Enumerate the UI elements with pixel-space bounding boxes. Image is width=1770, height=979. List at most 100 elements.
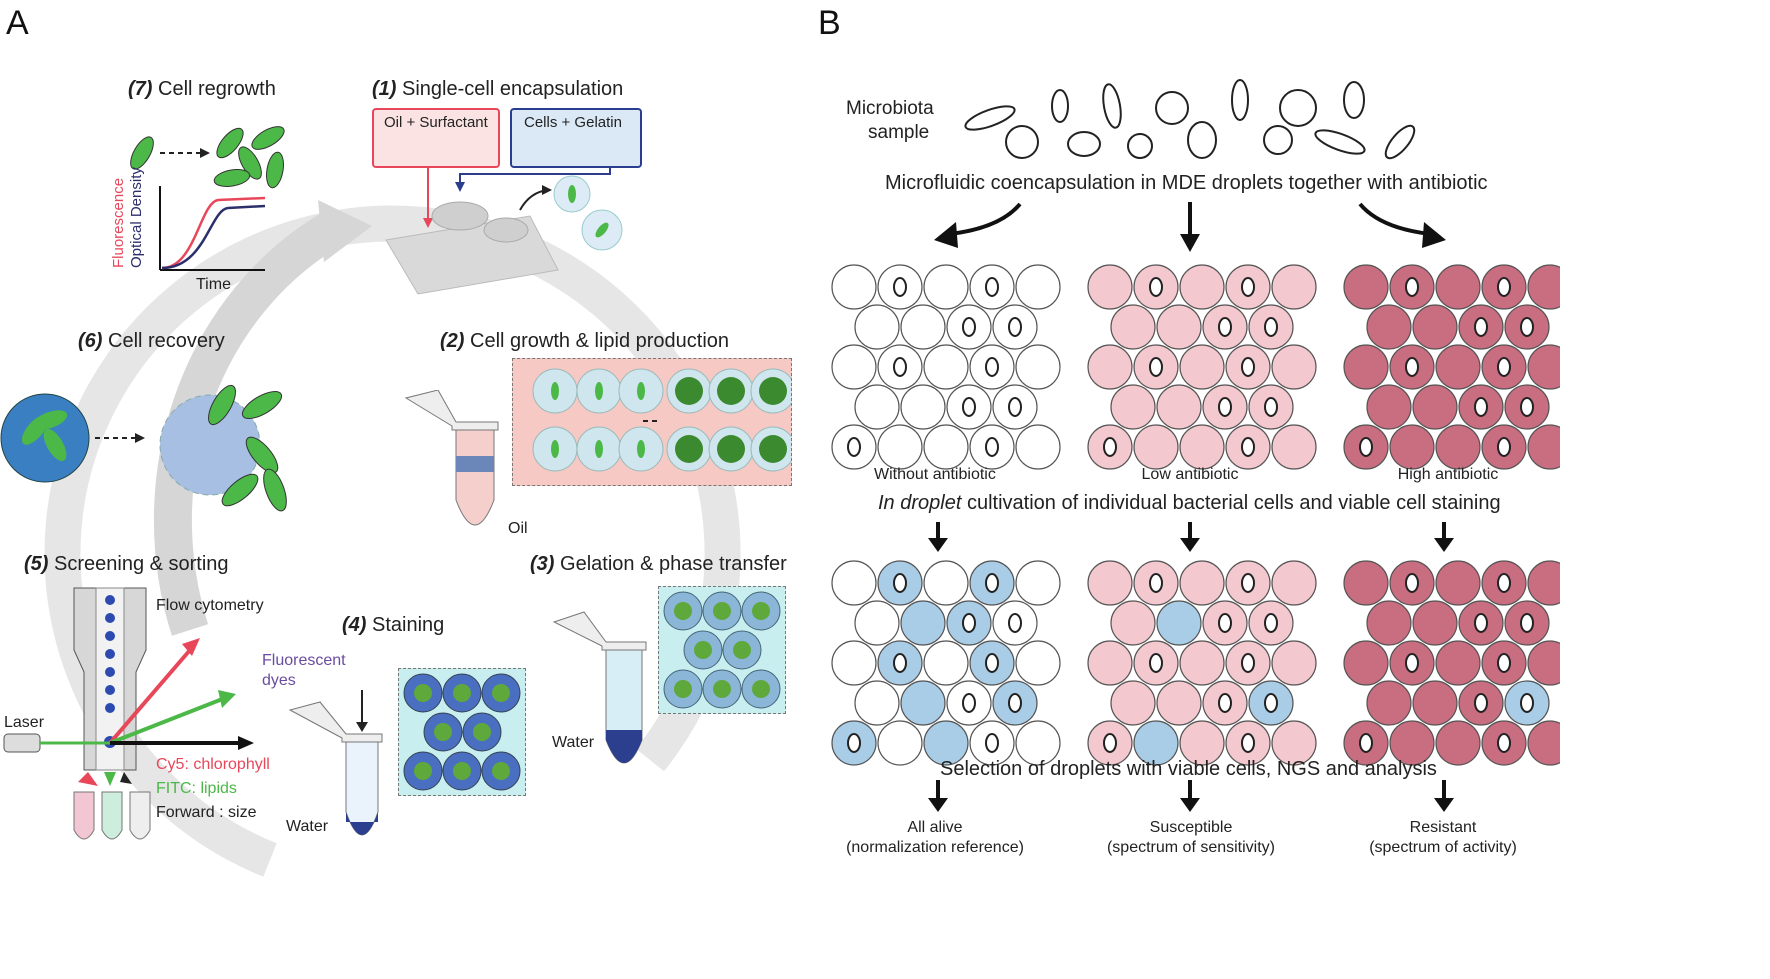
bacterium <box>1218 613 1232 633</box>
droplet <box>1527 640 1560 686</box>
droplet <box>923 640 969 686</box>
bacterium <box>1474 397 1488 417</box>
cultivation-text: In droplet cultivation of individual bac… <box>878 492 1501 514</box>
bacterium <box>985 733 999 753</box>
cells-gelatin-label: Cells + Gelatin <box>524 114 622 131</box>
oil-surfactant-box: Oil + Surfactant <box>372 108 500 168</box>
bacterium <box>1497 357 1511 377</box>
bacterium <box>985 437 999 457</box>
condition-label-low: Low antibiotic <box>1141 466 1239 483</box>
bacterium <box>1241 437 1255 457</box>
bacterium <box>1241 653 1255 673</box>
droplet <box>1271 560 1317 606</box>
droplet <box>1366 680 1412 726</box>
bacterium <box>893 277 907 297</box>
droplet-grids <box>831 264 1560 766</box>
selection-arrows <box>928 780 1454 812</box>
bacterium <box>1241 573 1255 593</box>
droplet <box>831 640 877 686</box>
droplet <box>923 344 969 390</box>
bacterium <box>1520 693 1534 713</box>
dyes-label: dyes <box>262 672 296 689</box>
bacterium <box>1218 397 1232 417</box>
bacterium <box>847 733 861 753</box>
tube-water-3 <box>552 611 647 764</box>
droplet <box>831 264 877 310</box>
droplet <box>831 560 877 606</box>
droplet <box>1366 304 1412 350</box>
bacterium <box>1149 357 1163 377</box>
droplet <box>1087 560 1133 606</box>
microbiota-label-2: sample <box>868 122 930 143</box>
bacterium <box>1474 613 1488 633</box>
droplet <box>1179 640 1225 686</box>
bacterium <box>985 277 999 297</box>
droplet <box>1435 640 1481 686</box>
droplet <box>1435 720 1481 766</box>
droplet <box>1110 304 1156 350</box>
staining-box <box>398 668 526 796</box>
outcome-resistant-sub: (spectrum of activity) <box>1369 839 1517 856</box>
bacterium <box>1008 397 1022 417</box>
bacterium <box>1264 693 1278 713</box>
droplet <box>1015 640 1061 686</box>
condition-label-none: Without antibiotic <box>874 466 996 483</box>
droplet <box>1527 560 1560 606</box>
droplet <box>900 680 946 726</box>
droplet <box>1179 560 1225 606</box>
microbiota-label-1: Microbiota <box>846 98 934 119</box>
flow-cytometer <box>3 587 254 840</box>
droplet <box>1343 264 1389 310</box>
bacterium <box>1149 653 1163 673</box>
outcome-resistant: Resistant (spectrum of activity) <box>1348 818 1538 858</box>
fluorescence-label: Fluorescence <box>110 177 127 268</box>
droplet <box>1156 304 1202 350</box>
droplet <box>1389 720 1435 766</box>
droplet <box>854 600 900 646</box>
droplet <box>1343 640 1389 686</box>
droplet <box>1015 264 1061 310</box>
outcome-susceptible-title: Susceptible <box>1149 819 1233 836</box>
droplet <box>1527 344 1560 390</box>
droplet <box>1179 720 1225 766</box>
forward-label: Forward : size <box>156 804 257 821</box>
bacterium <box>1359 733 1373 753</box>
coencapsulation-text: Microfluidic coencapsulation in MDE drop… <box>885 172 1488 194</box>
droplet <box>854 384 900 430</box>
droplet <box>1179 264 1225 310</box>
panel-label-b: B <box>818 4 841 42</box>
droplet <box>1435 424 1481 470</box>
droplet <box>1435 560 1481 606</box>
outcome-susceptible: Susceptible (spectrum of sensitivity) <box>1096 818 1286 858</box>
water-label-4: Water <box>286 818 329 835</box>
droplet <box>1179 424 1225 470</box>
droplet <box>1133 424 1179 470</box>
bacterium <box>985 357 999 377</box>
droplet <box>1133 720 1179 766</box>
droplet <box>1110 384 1156 430</box>
droplet <box>1527 424 1560 470</box>
fitc-label: FITC: lipids <box>156 780 237 797</box>
droplet <box>854 680 900 726</box>
oil-label: Oil <box>508 520 528 537</box>
droplet <box>1015 344 1061 390</box>
step-3-title: (3) Gelation & phase transfer <box>530 553 787 575</box>
tube-water-4 <box>288 690 383 836</box>
cells-gelatin-box: Cells + Gelatin <box>510 108 642 168</box>
bacterium <box>1497 437 1511 457</box>
bacterium <box>1474 693 1488 713</box>
droplet <box>1271 720 1317 766</box>
bacterium <box>1149 277 1163 297</box>
bacterium <box>1218 693 1232 713</box>
selection-text: Selection of droplets with viable cells,… <box>940 758 1437 780</box>
bacterium <box>1103 437 1117 457</box>
bacterium <box>962 613 976 633</box>
droplet <box>1179 344 1225 390</box>
bacterium <box>893 357 907 377</box>
droplet <box>1156 384 1202 430</box>
droplet <box>877 720 923 766</box>
droplet <box>1156 680 1202 726</box>
droplet <box>1271 264 1317 310</box>
microbiota-illustration <box>964 79 1416 160</box>
condition-label-high: High antibiotic <box>1397 466 1499 483</box>
